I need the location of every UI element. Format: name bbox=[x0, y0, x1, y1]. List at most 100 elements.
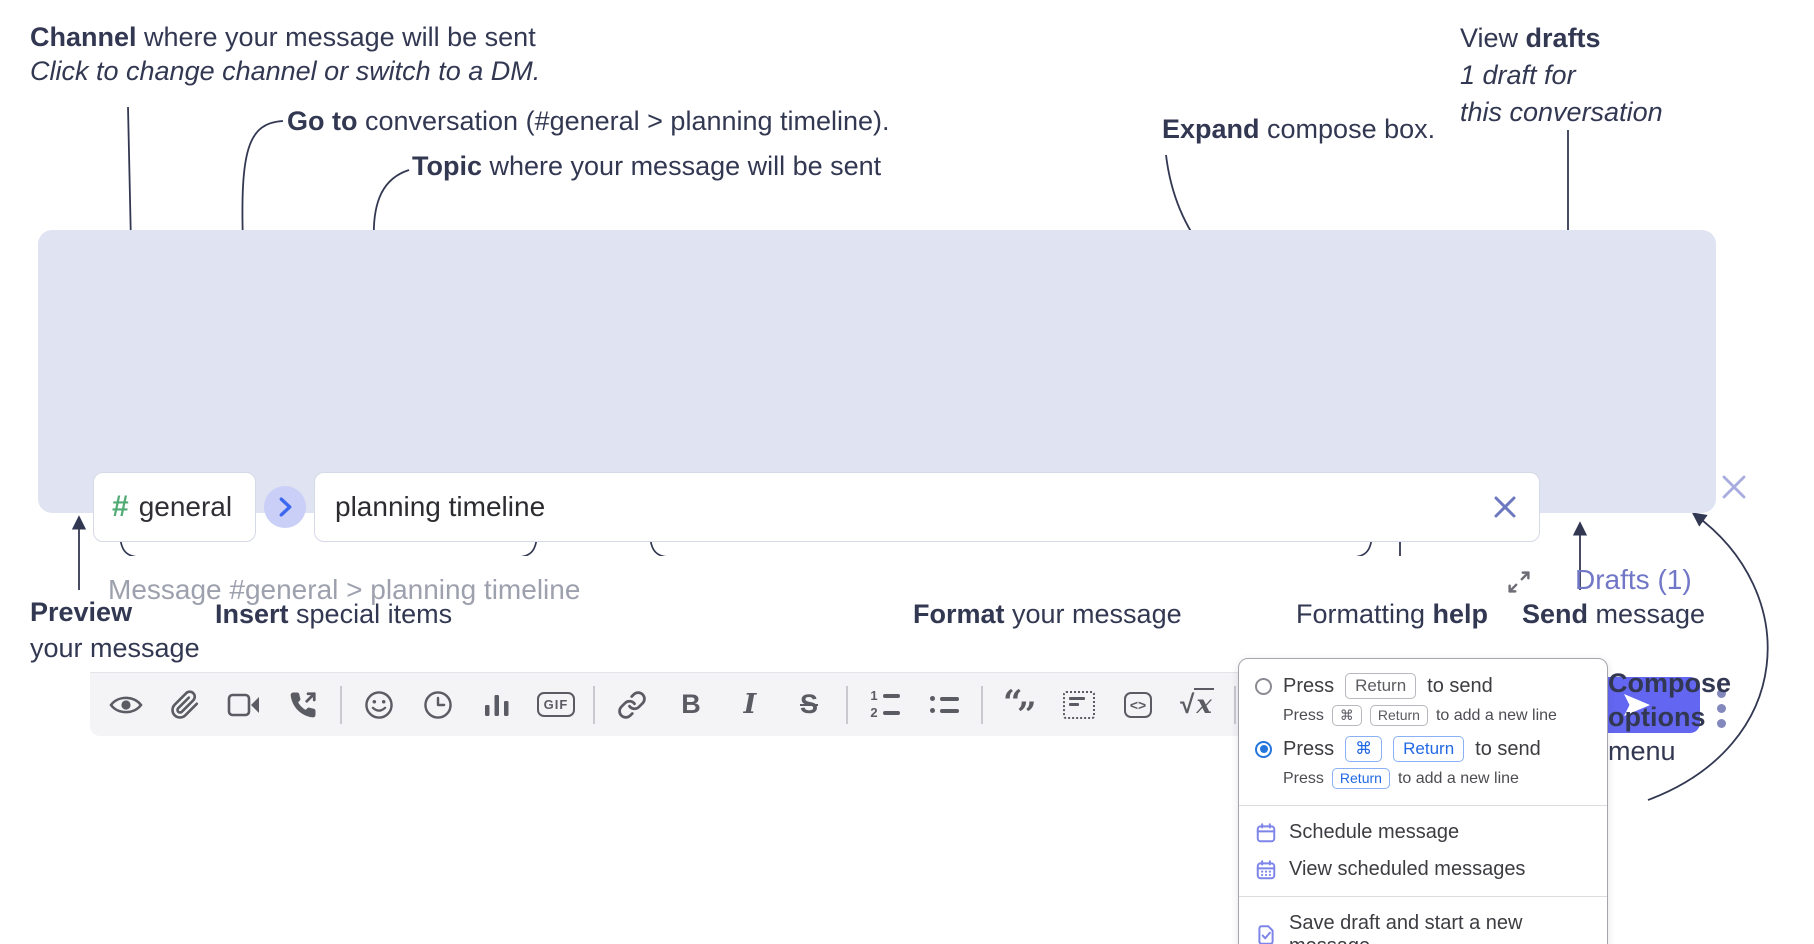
preview-annotation-line2: your message bbox=[30, 633, 200, 663]
option-text: to send bbox=[1475, 737, 1541, 760]
add-voice-call-button[interactable] bbox=[281, 679, 325, 731]
quote-button[interactable]: “ ” bbox=[998, 679, 1042, 735]
radio-unselected-icon bbox=[1255, 677, 1272, 695]
toolbar-divider bbox=[846, 685, 848, 724]
attach-file-button[interactable] bbox=[163, 679, 207, 731]
option-text: Press bbox=[1283, 674, 1335, 697]
cmd-enter-sends-option[interactable]: Press ⌘ Return to send bbox=[1239, 734, 1607, 764]
expand-compose-button[interactable] bbox=[1502, 566, 1536, 600]
topic-annotation: Topic where your message will be sent bbox=[412, 149, 881, 183]
video-camera-icon bbox=[227, 693, 259, 716]
view-scheduled-messages-item[interactable]: View scheduled messages bbox=[1239, 851, 1607, 888]
drafts-link[interactable]: Drafts (1) bbox=[1575, 564, 1692, 595]
hint-text: Press bbox=[1283, 706, 1324, 724]
hint-text: to add a new line bbox=[1435, 706, 1557, 724]
topic-input-wrapper bbox=[314, 472, 1540, 542]
math-x-glyph: x bbox=[1194, 688, 1214, 720]
clear-topic-button[interactable] bbox=[1487, 490, 1523, 526]
popup-divider bbox=[1239, 805, 1607, 806]
channel-hash-icon: # bbox=[112, 490, 129, 523]
add-emoji-button[interactable] bbox=[357, 679, 401, 731]
send-annotation: Send message bbox=[1522, 597, 1705, 631]
ol-number: 1 bbox=[870, 688, 878, 703]
compose-options-annotation: Compose options menu bbox=[1608, 666, 1731, 768]
channel-selector[interactable]: # general bbox=[93, 472, 256, 542]
formatting-help-annotation: Formatting help bbox=[1296, 597, 1488, 631]
expand-diagonal-icon bbox=[1508, 570, 1530, 593]
expand-annotation-bold: Expand bbox=[1162, 114, 1260, 144]
channel-name: general bbox=[138, 491, 233, 522]
dot bbox=[1716, 718, 1726, 728]
compose-options-popup: Press Return to send Press ⌘ Return to a… bbox=[1238, 658, 1608, 944]
drafts-annotation-line2: 1 draft for bbox=[1460, 60, 1576, 90]
schedule-message-item[interactable]: Schedule message bbox=[1239, 814, 1607, 851]
menu-item-label: Save draft and start a new message bbox=[1289, 912, 1523, 944]
hint-text: to add a new line bbox=[1397, 769, 1519, 787]
close-icon bbox=[1494, 496, 1516, 517]
compose-options-menu-button[interactable] bbox=[1704, 682, 1738, 734]
help-annotation-pre: Formatting bbox=[1296, 599, 1433, 629]
radio-selected-icon bbox=[1255, 740, 1272, 758]
calendar-icon bbox=[1256, 822, 1276, 842]
goto-conversation-button[interactable] bbox=[264, 486, 306, 528]
topic-annotation-bold: Topic bbox=[412, 151, 482, 181]
topic-input[interactable] bbox=[315, 473, 1539, 541]
italic-button[interactable]: I bbox=[728, 679, 772, 731]
chevron-right-icon bbox=[279, 497, 291, 517]
drafts-annotation: View drafts 1 draft for this conversatio… bbox=[1460, 20, 1663, 131]
bar-chart-icon bbox=[485, 694, 509, 716]
spoiler-button[interactable] bbox=[1057, 679, 1101, 731]
menu-item-label: View scheduled messages bbox=[1289, 858, 1526, 880]
options-annotation-line1: Compose bbox=[1608, 668, 1732, 698]
eye-icon bbox=[109, 696, 143, 713]
link-button[interactable] bbox=[610, 679, 654, 731]
cmd-enter-sends-option-hint: Press Return to add a new line bbox=[1239, 764, 1607, 797]
quote-close-glyph: ” bbox=[1017, 694, 1037, 735]
bold-button[interactable]: B bbox=[669, 679, 713, 731]
goto-annotation-bold: Go to bbox=[287, 106, 358, 136]
close-compose-button[interactable] bbox=[1716, 470, 1752, 506]
add-poll-button[interactable] bbox=[475, 679, 519, 731]
insert-annotation-bold: Insert bbox=[215, 599, 289, 629]
channel-annotation: Channel where your message will be sent … bbox=[30, 20, 540, 88]
bulleted-list-button[interactable] bbox=[922, 679, 966, 731]
drafts-annotation-pre: View bbox=[1460, 23, 1526, 53]
add-global-time-button[interactable] bbox=[416, 679, 460, 731]
paperclip-icon bbox=[171, 689, 199, 719]
add-video-call-button[interactable] bbox=[222, 679, 266, 731]
quote-open-glyph: “ bbox=[1003, 682, 1023, 723]
message-textarea[interactable] bbox=[90, 556, 1548, 668]
draft-document-check-icon bbox=[1258, 925, 1274, 944]
save-draft-new-message-item[interactable]: Save draft and start a new message bbox=[1239, 905, 1607, 944]
enter-sends-option[interactable]: Press Return to send bbox=[1239, 671, 1607, 701]
return-key: Return bbox=[1393, 736, 1465, 762]
return-key: Return bbox=[1331, 768, 1390, 789]
channel-annotation-bold: Channel bbox=[30, 22, 137, 52]
send-icon bbox=[1623, 694, 1650, 716]
message-area: GIF B I S bbox=[90, 556, 1548, 736]
code-button[interactable]: <> bbox=[1116, 679, 1160, 731]
preview-button[interactable] bbox=[104, 679, 148, 731]
clock-icon bbox=[424, 690, 452, 719]
format-annotation-bold: Format bbox=[913, 599, 1005, 629]
bulleted-list-icon bbox=[929, 696, 959, 713]
channel-arrow bbox=[123, 106, 138, 247]
add-gif-button[interactable]: GIF bbox=[534, 679, 578, 731]
return-key: Return bbox=[1369, 705, 1428, 726]
toolbar-divider bbox=[981, 685, 983, 724]
numbered-list-button[interactable]: 1 2 bbox=[863, 679, 907, 731]
popup-divider bbox=[1239, 896, 1607, 897]
goto-arrow bbox=[235, 120, 284, 247]
drafts-annotation-line1: View drafts bbox=[1460, 20, 1663, 57]
option-text: to send bbox=[1427, 674, 1493, 697]
toolbar-divider bbox=[340, 685, 342, 724]
italic-icon: I bbox=[743, 689, 757, 720]
menu-item-label: Schedule message bbox=[1289, 821, 1460, 843]
format-annotation: Format your message bbox=[913, 597, 1182, 631]
enter-sends-option-hint: Press ⌘ Return to add a new line bbox=[1239, 701, 1607, 734]
return-key: Return bbox=[1345, 673, 1417, 699]
math-icon: √x bbox=[1180, 688, 1214, 720]
goto-annotation-rest: conversation (#general > planning timeli… bbox=[357, 106, 890, 136]
strikethrough-button[interactable]: S bbox=[787, 679, 831, 731]
math-button[interactable]: √x bbox=[1175, 679, 1219, 731]
